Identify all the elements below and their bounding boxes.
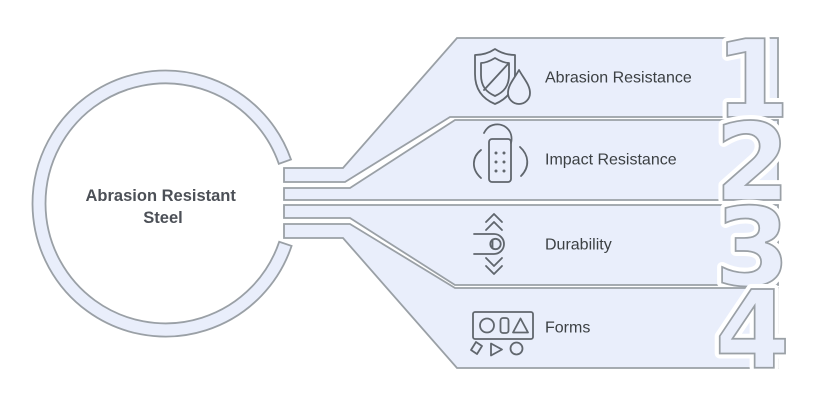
item-banner-4: 4 4 Forms [283, 223, 795, 399]
banner-shape-3 [283, 204, 779, 286]
banner-shape-2 [283, 119, 779, 201]
item-label: Forms [545, 320, 590, 337]
banner-shape-4 [283, 223, 779, 369]
item-label: Durability [545, 237, 612, 254]
banner-shape-1 [283, 37, 779, 183]
item-banner-3: 3 3 Durability [283, 181, 795, 316]
hub-ring [31, 69, 293, 338]
item-label: Impact Resistance [545, 152, 677, 169]
item-number: 4 [715, 269, 790, 394]
hub-label: Abrasion Resistant Steel [86, 187, 241, 227]
shield-droplet-icon [474, 48, 531, 105]
item-label: Abrasion Resistance [545, 70, 692, 87]
item-number-halo: 4 [715, 269, 790, 394]
durability-press-arrows-icon [473, 213, 505, 275]
impact-plate-flames-icon [472, 123, 529, 183]
hub: Abrasion Resistant Steel [31, 69, 293, 338]
forms-shapes-icon [470, 311, 534, 357]
